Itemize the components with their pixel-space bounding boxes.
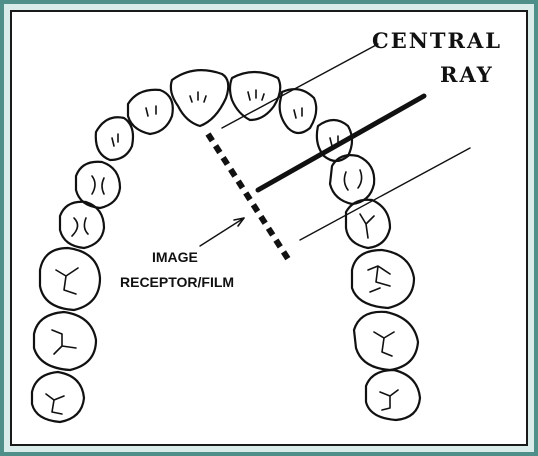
projection-line-upper: [221, 43, 379, 129]
image-receptor-film: [205, 132, 293, 264]
anterior-teeth: [126, 69, 318, 136]
molar-teeth: [30, 246, 422, 424]
tooth-molar-right-3: [364, 368, 422, 422]
tooth-premolar-left-2: [58, 200, 106, 250]
tooth-lateral-incisor-right: [278, 87, 318, 135]
central-ray: [255, 93, 427, 193]
projection-line-lower: [299, 147, 471, 241]
tooth-molar-right-2: [352, 310, 420, 372]
tooth-lateral-incisor-left: [126, 88, 174, 136]
tooth-central-incisor-right: [228, 70, 282, 122]
tooth-molar-left-1: [38, 246, 102, 312]
tooth-molar-left-2: [32, 310, 98, 372]
central-ray-label-line2: RAY: [440, 62, 494, 87]
premolar-teeth: [58, 154, 392, 250]
image-receptor-label-line2: RECEPTOR/FILM: [120, 274, 234, 290]
tooth-molar-right-1: [350, 248, 416, 310]
tooth-premolar-right-1: [328, 154, 376, 206]
tooth-premolar-left-1: [74, 160, 122, 210]
central-ray-label-line1: CENTRAL: [372, 28, 502, 53]
tooth-central-incisor-left: [169, 69, 230, 128]
tooth-canine-left: [94, 116, 135, 162]
image-receptor-label-line1: IMAGE: [152, 249, 198, 265]
tooth-premolar-right-2: [344, 198, 392, 250]
receptor-leader-arrowhead: [233, 217, 245, 227]
tooth-molar-left-3: [30, 370, 86, 424]
receptor-leader-line: [199, 217, 245, 247]
